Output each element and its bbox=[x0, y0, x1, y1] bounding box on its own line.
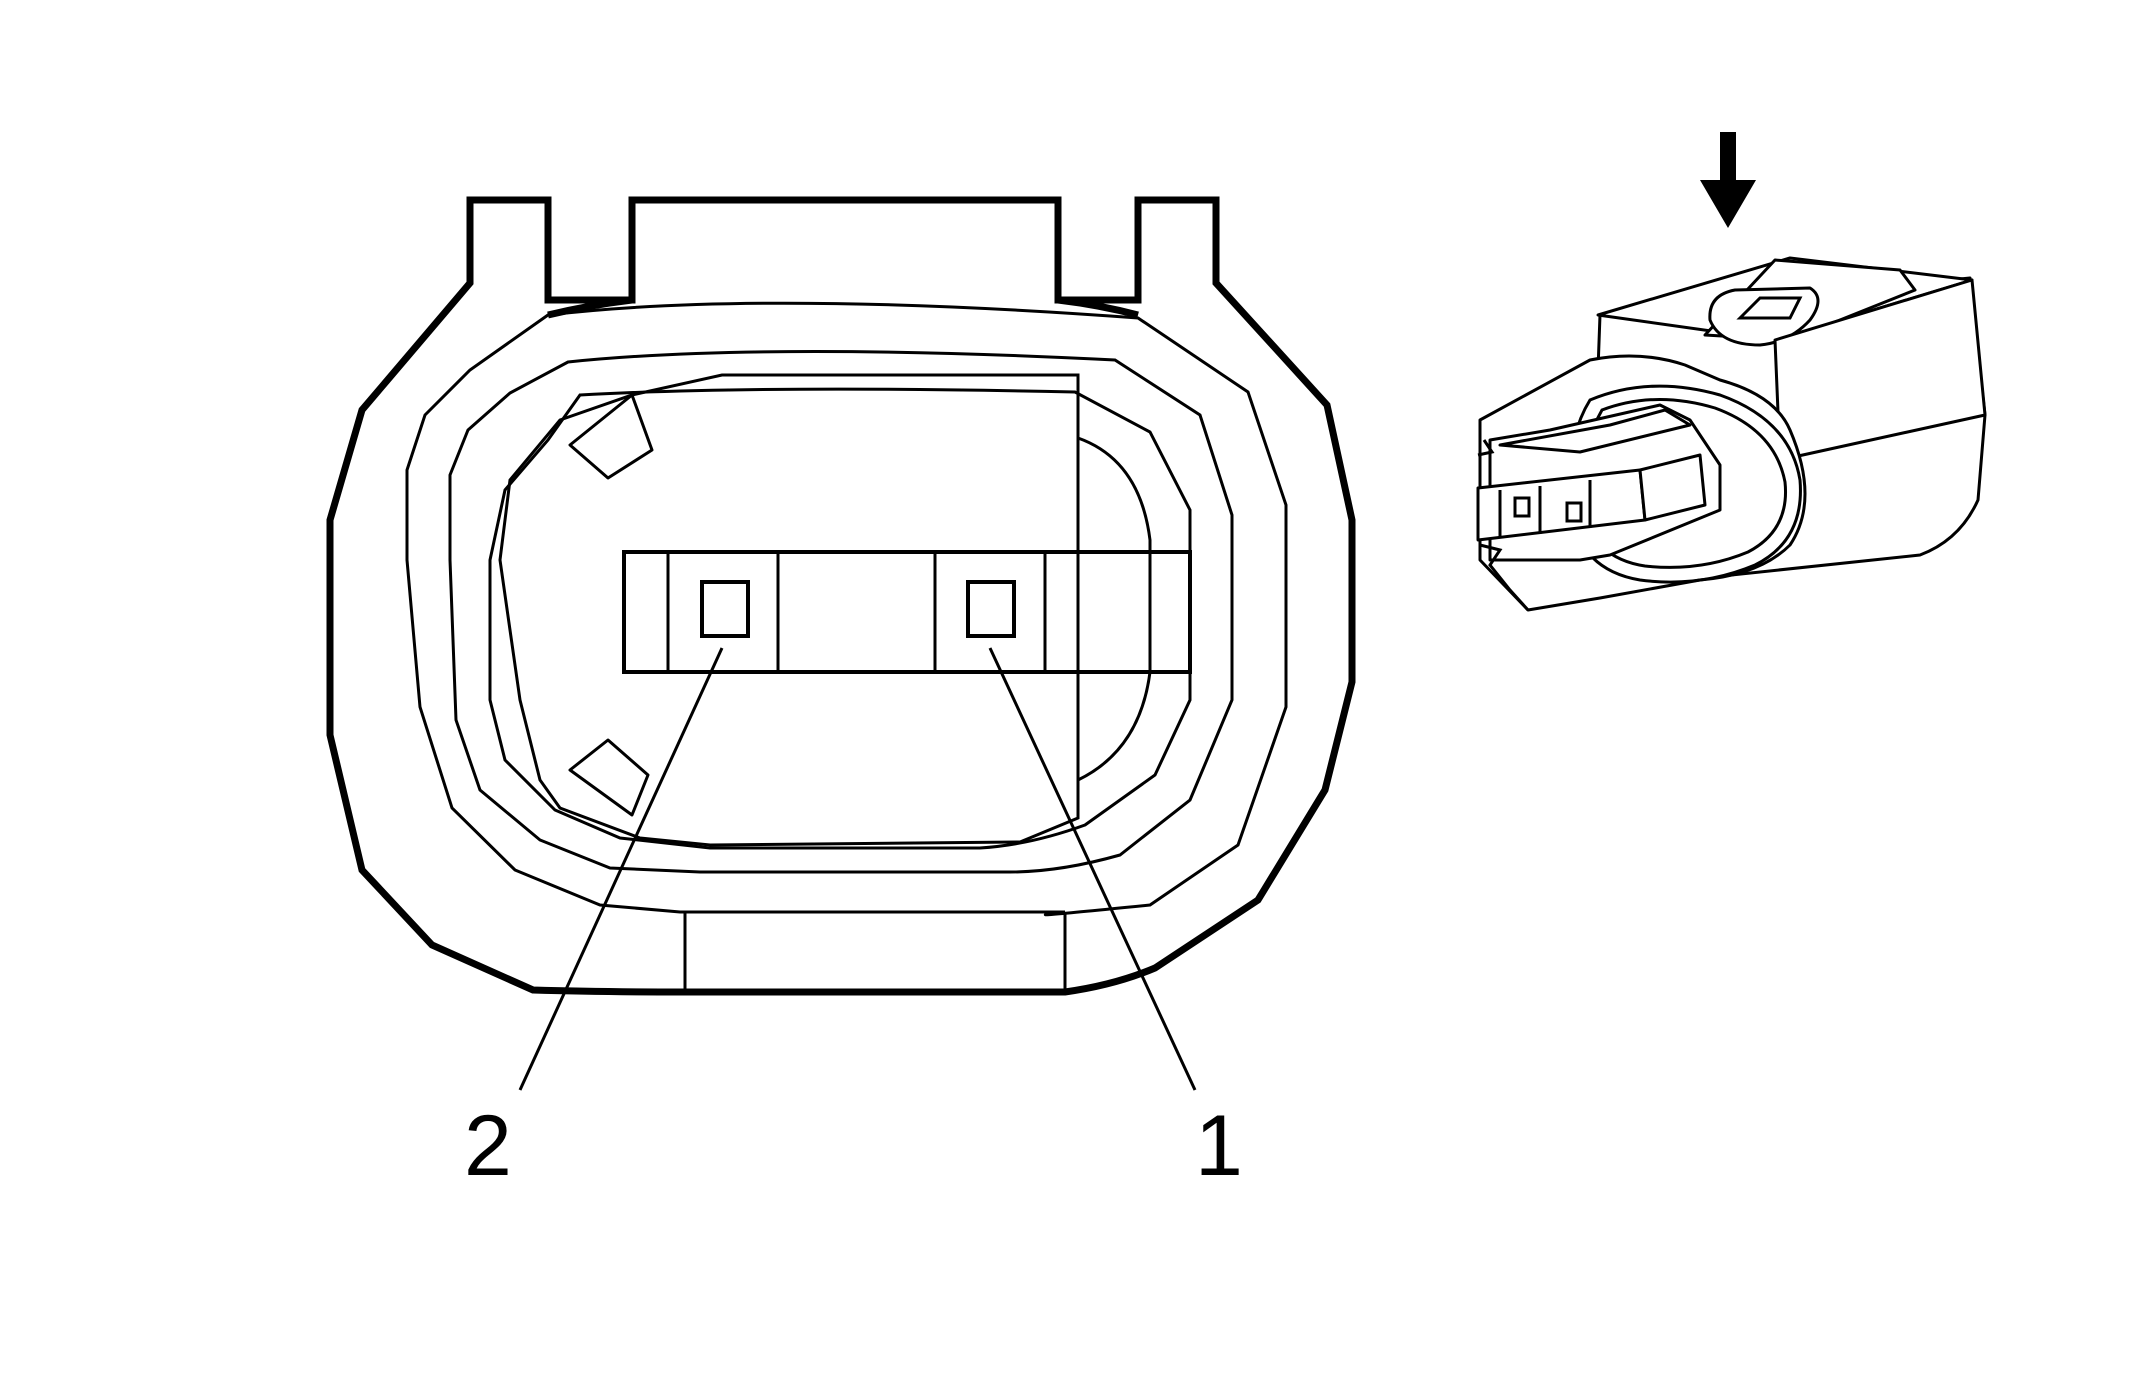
terminal-label-1: 1 bbox=[1195, 1098, 1243, 1194]
inner-right-bulge bbox=[1077, 436, 1152, 782]
leader-line-2 bbox=[518, 647, 724, 1091]
housing-ring-3 bbox=[448, 349, 1234, 874]
inner-cavity bbox=[498, 373, 1080, 847]
down-arrow-icon bbox=[1700, 132, 1756, 228]
connector-face-view: 2 1 bbox=[326, 196, 1356, 1194]
bottom-tab bbox=[683, 912, 1067, 992]
terminal-cavity-2 bbox=[700, 580, 750, 638]
keying-notch-lower bbox=[568, 738, 650, 817]
iso-latch-slot bbox=[1736, 296, 1803, 320]
top-center-tab bbox=[628, 196, 1062, 300]
iso-plug-side bbox=[1638, 453, 1707, 522]
terminal-cavity-1 bbox=[966, 580, 1016, 638]
iso-plug-top bbox=[1498, 408, 1692, 454]
housing-ring-2 bbox=[405, 301, 1288, 917]
terminal-strip bbox=[622, 550, 1192, 674]
connector-isometric-view bbox=[1476, 132, 1987, 612]
iso-left-notch bbox=[1479, 543, 1530, 612]
keying-notch-upper bbox=[568, 393, 654, 480]
iso-left-notch bbox=[1477, 439, 1495, 457]
iso-terminal-cavity bbox=[1513, 496, 1531, 518]
housing-ring-4 bbox=[488, 387, 1192, 850]
terminal-label-2: 2 bbox=[464, 1098, 512, 1194]
iso-terminal-cavity bbox=[1565, 501, 1583, 523]
leader-line-1 bbox=[988, 647, 1197, 1091]
